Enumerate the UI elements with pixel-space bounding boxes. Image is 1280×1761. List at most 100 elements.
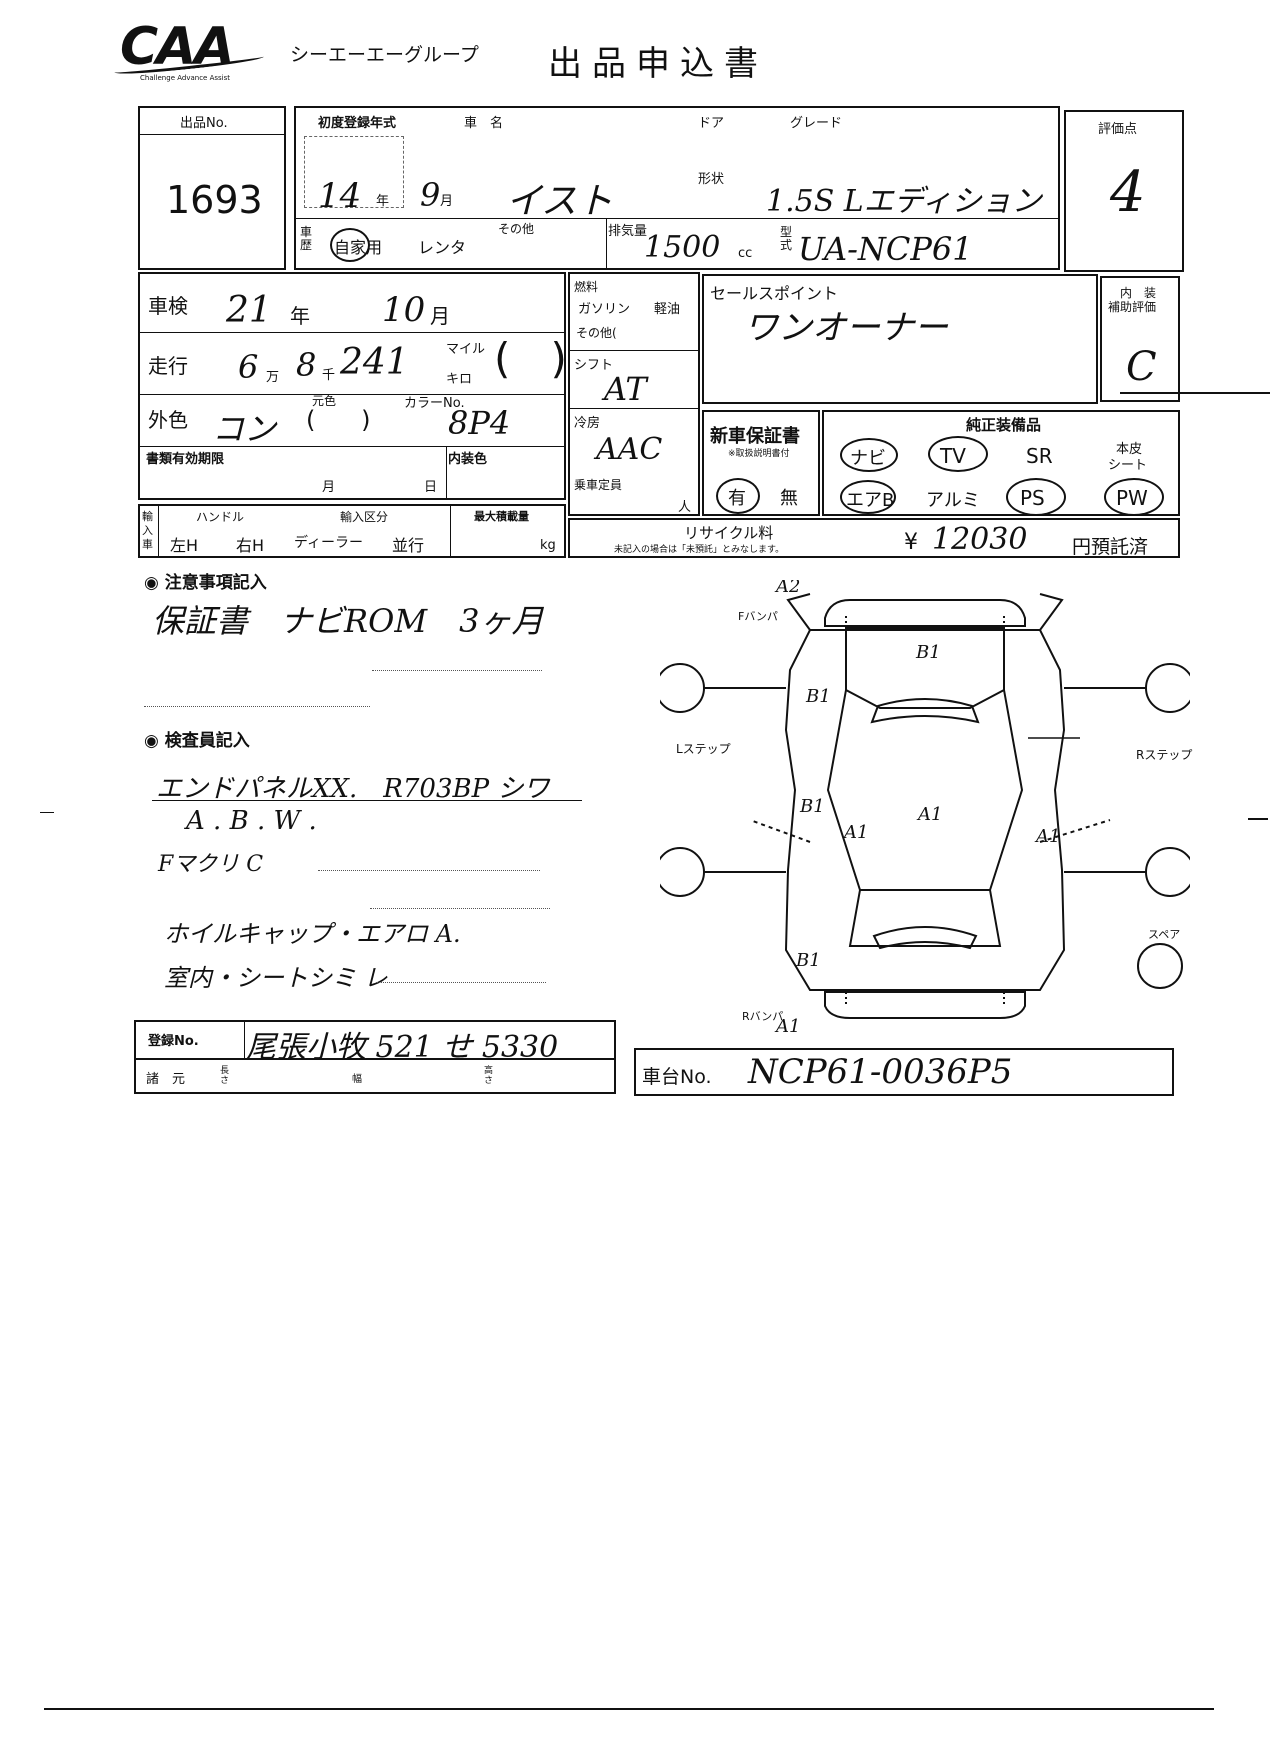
warranty-sub: ※取扱説明書付 (728, 449, 790, 459)
kg-unit: kg (540, 538, 556, 553)
mark-a2: A2 (774, 580, 800, 597)
inspector-line-3: Fマクリ C (158, 852, 264, 877)
model-label: 型式 (780, 225, 793, 252)
import-type-label: 輸入区分 (340, 510, 389, 524)
parallel: 並行 (392, 536, 425, 555)
lot-number: 1693 (166, 178, 263, 222)
shaken-year-unit: 年 (290, 304, 310, 328)
door-label: ドア (698, 116, 725, 131)
year-dashed-box (304, 136, 404, 208)
lot-label: 出品No. (180, 116, 228, 131)
import-box (138, 504, 566, 558)
mark-a1-left: A1 (842, 822, 868, 843)
gasoline: ガソリン (578, 302, 631, 317)
fuel-label: 燃料 (574, 280, 599, 294)
private-use-circle (330, 228, 370, 262)
shaken-year: 21 (226, 290, 272, 331)
sen-unit: 千 (322, 368, 336, 383)
first-reg-label: 初度登録年式 (318, 116, 397, 131)
score-value: 4 (1110, 160, 1146, 225)
equip-ps: PS (1020, 486, 1045, 510)
mark-b1-door: B1 (799, 796, 825, 817)
chassis-box (634, 1048, 1174, 1096)
length-label: 長さ (220, 1066, 230, 1086)
shaken-month-unit: 月 (430, 304, 450, 328)
fuel-box (568, 272, 700, 516)
chassis-label: 車台No. (642, 1066, 712, 1088)
spare-label: スペア (1148, 928, 1181, 941)
mark-a1-rear: A1 (774, 1016, 800, 1037)
import-label-3: 車 (142, 538, 153, 551)
chassis-value: NCP61-0036P5 (748, 1052, 1013, 1092)
inspector-line-2: A . B . W . (186, 806, 317, 836)
interior-grade-value: C (1126, 344, 1157, 390)
recycle-amount: 12030 (932, 522, 1028, 557)
dims-label: 諸 元 (146, 1072, 186, 1087)
notes-line-1: 保証書 ナビROM 3ヶ月 (152, 602, 544, 640)
cc-unit: cc (738, 246, 753, 261)
group-name: シーエーエーグループ (290, 44, 479, 66)
ac-label: 冷房 (574, 416, 601, 431)
mark-a1-right: A1 (1034, 826, 1060, 847)
orig-color-label: 元色 (312, 394, 337, 408)
fuel-other: その他( (576, 326, 617, 340)
docs-day: 日 (424, 480, 438, 495)
warranty-yes: 有 (728, 488, 746, 509)
color-value: コン (212, 410, 277, 448)
r-step-label: Rステップ (1136, 748, 1193, 762)
inspector-line-5: 室内・シートシミ レ (164, 964, 388, 992)
displacement-label: 排気量 (608, 224, 648, 239)
km-paren: ( ) (494, 334, 567, 383)
light-oil: 軽油 (654, 302, 681, 317)
rental: レンタ (418, 238, 467, 257)
warranty-no: 無 (780, 488, 798, 509)
car-name-label: 車 名 (464, 116, 504, 131)
interior-grade-label1: 内 装 (1120, 286, 1157, 300)
docs-month: 月 (322, 480, 336, 495)
equip-leather1: 本皮 (1116, 442, 1143, 457)
color-no: 8P4 (448, 404, 511, 442)
score-label: 評価点 (1098, 122, 1138, 137)
displacement: 1500 (644, 230, 721, 265)
handle-label: ハンドル (196, 510, 245, 524)
inspector-label: ◉ 検査員記入 (144, 731, 250, 751)
shift-value: AT (604, 370, 647, 408)
car-name: イスト (506, 181, 613, 222)
grade-label: グレード (790, 116, 843, 131)
mark-b1-fender: B1 (805, 686, 831, 707)
model: UA-NCP61 (798, 230, 973, 268)
inspection-box (138, 272, 566, 500)
seats-unit: 人 (678, 500, 692, 515)
logo-sub: Challenge Advance Assist (140, 74, 230, 82)
equip-navi-circle (840, 438, 898, 472)
year-unit: 年 (376, 194, 390, 209)
equip-leather2: シート (1108, 458, 1148, 473)
recycle-box (568, 518, 1180, 558)
import-label-2: 入 (142, 524, 153, 537)
import-label-1: 輸 (142, 510, 153, 523)
notes-label: ◉ 注意事項記入 (144, 573, 267, 593)
equip-tv: TV (940, 444, 966, 468)
equip-pw-circle (1104, 478, 1164, 516)
car-diagram: A2 B1 B1 B1 A1 A1 A1 B1 A1 (660, 580, 1190, 1037)
mileage-label: 走行 (148, 354, 188, 378)
man-unit: 万 (266, 370, 280, 385)
mark-b1-hood: B1 (915, 642, 941, 663)
equipment-label: 純正装備品 (966, 416, 1042, 434)
height-label: 高さ (484, 1066, 494, 1086)
docs-label: 書類有効期限 (146, 452, 225, 467)
ac-value: AAC (596, 432, 663, 467)
warranty-box (702, 410, 820, 516)
caa-logo: CAA Challenge Advance Assist (113, 20, 280, 82)
equip-airbag-circle (840, 480, 896, 514)
mark-b1-rear: B1 (795, 950, 821, 971)
equip-pw: PW (1116, 486, 1148, 510)
equip-alumi: アルミ (926, 490, 980, 511)
registration-box (294, 106, 1060, 270)
first-reg-month: 9 (420, 176, 441, 214)
mile-label: マイル (446, 342, 486, 357)
right-handle: 右H (236, 536, 265, 555)
mileage-man: 6 (238, 348, 259, 386)
interior-grade-label2: 補助評価 (1108, 300, 1157, 314)
equipment-box (822, 410, 1180, 516)
